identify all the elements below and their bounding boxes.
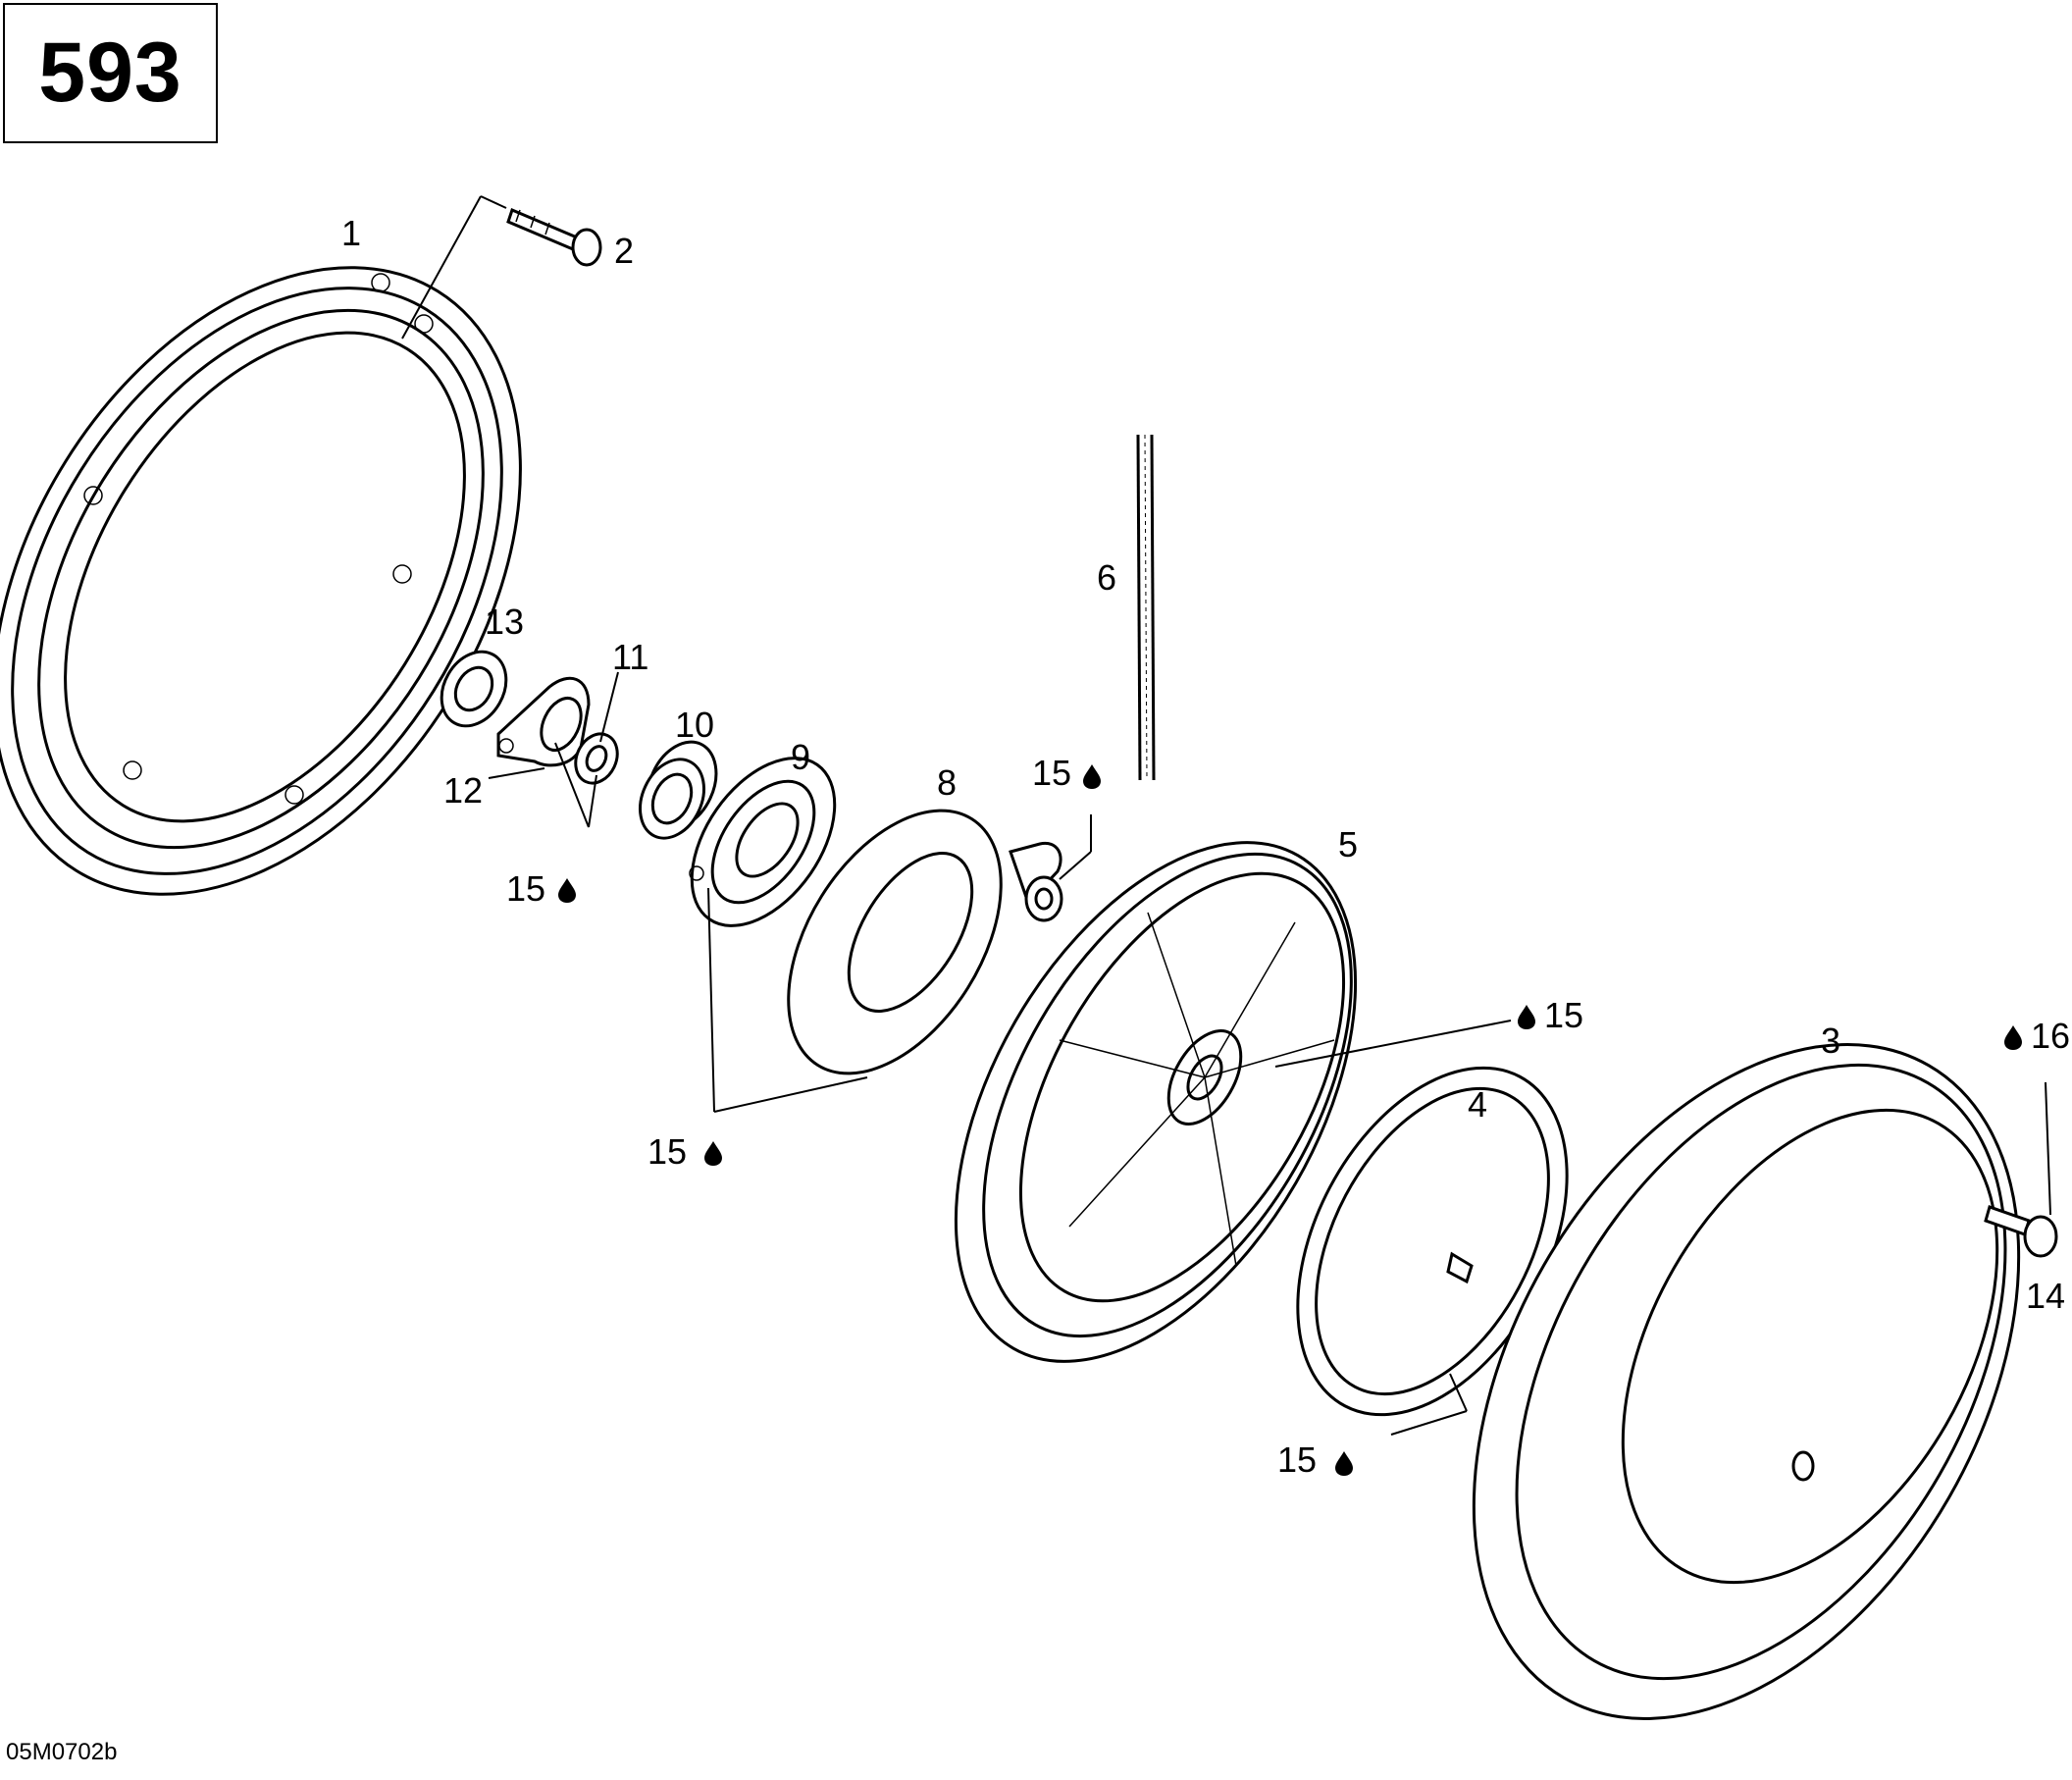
callout-15-e: 15 [1277, 1440, 1317, 1480]
oil-drop-icon [704, 1141, 722, 1166]
callout-15-b: 15 [506, 868, 545, 909]
oil-drop-icon [1083, 764, 1101, 789]
part-11-washer [574, 732, 619, 785]
callout-13: 13 [485, 602, 524, 642]
callout-12: 12 [443, 770, 483, 811]
reference-code: 05M0702b [6, 1739, 118, 1765]
part-14-bolt [1984, 1205, 2058, 1258]
part-2-screw [506, 207, 602, 267]
callout-15-a: 15 [1032, 753, 1071, 793]
callout-16: 16 [2031, 1016, 2070, 1056]
callout-4: 4 [1468, 1084, 1487, 1125]
callout-5: 5 [1338, 824, 1358, 864]
callout-8: 8 [937, 762, 957, 803]
oil-drop-icon [1518, 1005, 1535, 1029]
oil-drop-icon [1335, 1451, 1353, 1476]
part-3-starter-cover [1472, 1043, 2021, 1720]
part-9-spring-plate [689, 757, 837, 927]
leader-lines [401, 195, 2051, 1436]
oil-drop-icon [2004, 1025, 2022, 1050]
diagram-code-box: 593 [3, 3, 218, 143]
diagram-code: 593 [38, 26, 182, 120]
oil-drop-icon [558, 878, 576, 903]
part-5-pulley [954, 841, 1358, 1363]
part-13-bearing [440, 650, 508, 728]
callout-10: 10 [675, 705, 714, 745]
callout-3: 3 [1821, 1021, 1840, 1061]
part-10-bushing [639, 740, 718, 840]
callout-11: 11 [612, 637, 648, 677]
callout-6: 6 [1097, 557, 1116, 598]
callout-2: 2 [614, 231, 634, 271]
callout-9: 9 [791, 737, 810, 777]
callout-15-c: 15 [648, 1131, 687, 1172]
callout-1: 1 [341, 213, 361, 253]
part-6-rope [1136, 434, 1156, 781]
callout-14: 14 [2026, 1276, 2065, 1316]
part-12-plate [496, 676, 591, 767]
callout-15-d: 15 [1544, 995, 1583, 1035]
part-1-housing-ring [0, 266, 522, 896]
part-8-cam [787, 809, 1063, 1075]
